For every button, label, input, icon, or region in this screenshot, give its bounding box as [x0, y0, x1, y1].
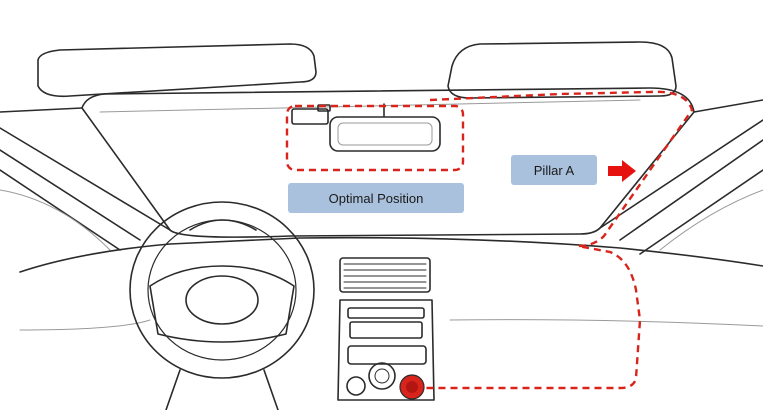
- console-button-row: [349, 321, 423, 339]
- dashboard-top: [19, 236, 763, 273]
- rearview-mirror: [329, 116, 441, 152]
- optimal-position-label: Optimal Position: [288, 183, 464, 213]
- dashboard-lower: [19, 319, 763, 331]
- steering-wheel-center: [185, 275, 259, 325]
- right-a-pillar: [599, 99, 763, 255]
- optimal-position-highlight: [285, 104, 465, 172]
- steering-wheel-outer: [129, 201, 315, 379]
- console-radio: [347, 345, 427, 365]
- right-side-window: [659, 189, 763, 251]
- pillar-a-text: Pillar A: [533, 162, 575, 178]
- pillar-a-label: Pillar A: [511, 155, 597, 185]
- right-sun-visor: [447, 41, 677, 99]
- cable-route-highlight: [424, 90, 694, 390]
- power-socket-icon: [399, 374, 425, 400]
- left-a-pillar: [0, 107, 171, 251]
- console-display: [347, 307, 425, 319]
- steering-wheel-hub: [149, 265, 295, 343]
- rearview-mirror-glass: [337, 122, 433, 146]
- instrument-hood: [189, 219, 257, 231]
- left-side-window: [0, 189, 111, 251]
- center-air-vent: [339, 257, 431, 293]
- center-console: [337, 299, 435, 401]
- console-knob-left: [346, 376, 366, 396]
- optimal-position-text: Optimal Position: [328, 190, 424, 206]
- left-sun-visor: [37, 43, 317, 98]
- steering-column: [165, 369, 279, 410]
- windshield-outline: [81, 87, 695, 238]
- right-arrow-icon: [608, 160, 636, 182]
- console-knob-center: [368, 362, 396, 390]
